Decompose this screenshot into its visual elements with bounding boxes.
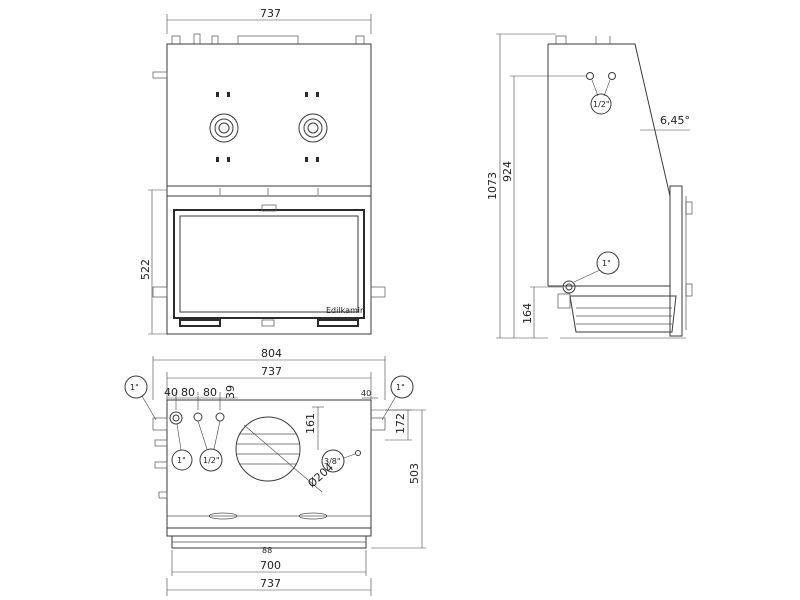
plan-connection-three-eighths-label: 3/8" [324, 457, 341, 466]
plan-connection-right-label: 1" [396, 383, 405, 392]
front-width-label: 737 [260, 7, 281, 20]
plan-flue [235, 416, 323, 493]
plan-base-total-label: 737 [260, 577, 281, 590]
plan-depth-503-label: 503 [408, 463, 421, 484]
plan-connection-1in [169, 411, 183, 425]
plan-offset-80a-label: 80 [181, 386, 195, 399]
plan-connection-1in-label: 1" [177, 456, 186, 465]
plan-offset-39-label: 39 [224, 385, 237, 399]
plan-offset-80b-label: 80 [203, 386, 217, 399]
side-casing-outline [548, 43, 671, 290]
plan-connection-half-label: 1/2" [203, 456, 220, 465]
front-port-left [209, 113, 239, 143]
side-top-connection-label: 1/2" [593, 100, 610, 109]
plan-callout-right [390, 375, 414, 399]
plan-base-width-label: 700 [260, 559, 281, 572]
side-bottom-connection-callout [596, 251, 620, 275]
front-glass [173, 209, 365, 319]
side-total-height-label: 1073 [486, 172, 499, 200]
plan-offset-40-label: 40 [164, 386, 178, 399]
side-top-connection-callout [590, 93, 612, 115]
plan-depth-172-label: 172 [394, 413, 407, 434]
front-door-frame [166, 195, 372, 335]
plan-base-small-label: 88 [262, 546, 272, 555]
plan-callout-half [199, 448, 223, 472]
brand-mark: Edilkamin [326, 306, 365, 315]
plan-connection-left-label: 1" [130, 383, 139, 392]
side-view: 1/2" 6,45° 1" 1073 924 164 [486, 33, 693, 339]
plan-view: 804 737 40 80 80 39 [124, 347, 426, 596]
plan-offset-40-right-label: 40 [361, 389, 371, 398]
plan-overall-width-label: 804 [261, 347, 282, 360]
front-view: 737 [139, 7, 386, 335]
plan-callout-left [124, 375, 148, 399]
front-upper-casing [166, 43, 372, 187]
front-port-right [298, 113, 328, 143]
plan-depth-161-label: 161 [304, 413, 317, 434]
side-angle-label: 6,45° [660, 114, 690, 127]
plan-callout-1in [171, 449, 193, 471]
front-height-label: 522 [139, 259, 152, 280]
side-bottom-connection-label: 1" [602, 259, 611, 268]
side-inner-height-label: 924 [501, 161, 514, 182]
plan-callout-three-eighths [321, 449, 345, 473]
side-outlet-height-label: 164 [521, 303, 534, 324]
plan-body-width-label: 737 [261, 365, 282, 378]
